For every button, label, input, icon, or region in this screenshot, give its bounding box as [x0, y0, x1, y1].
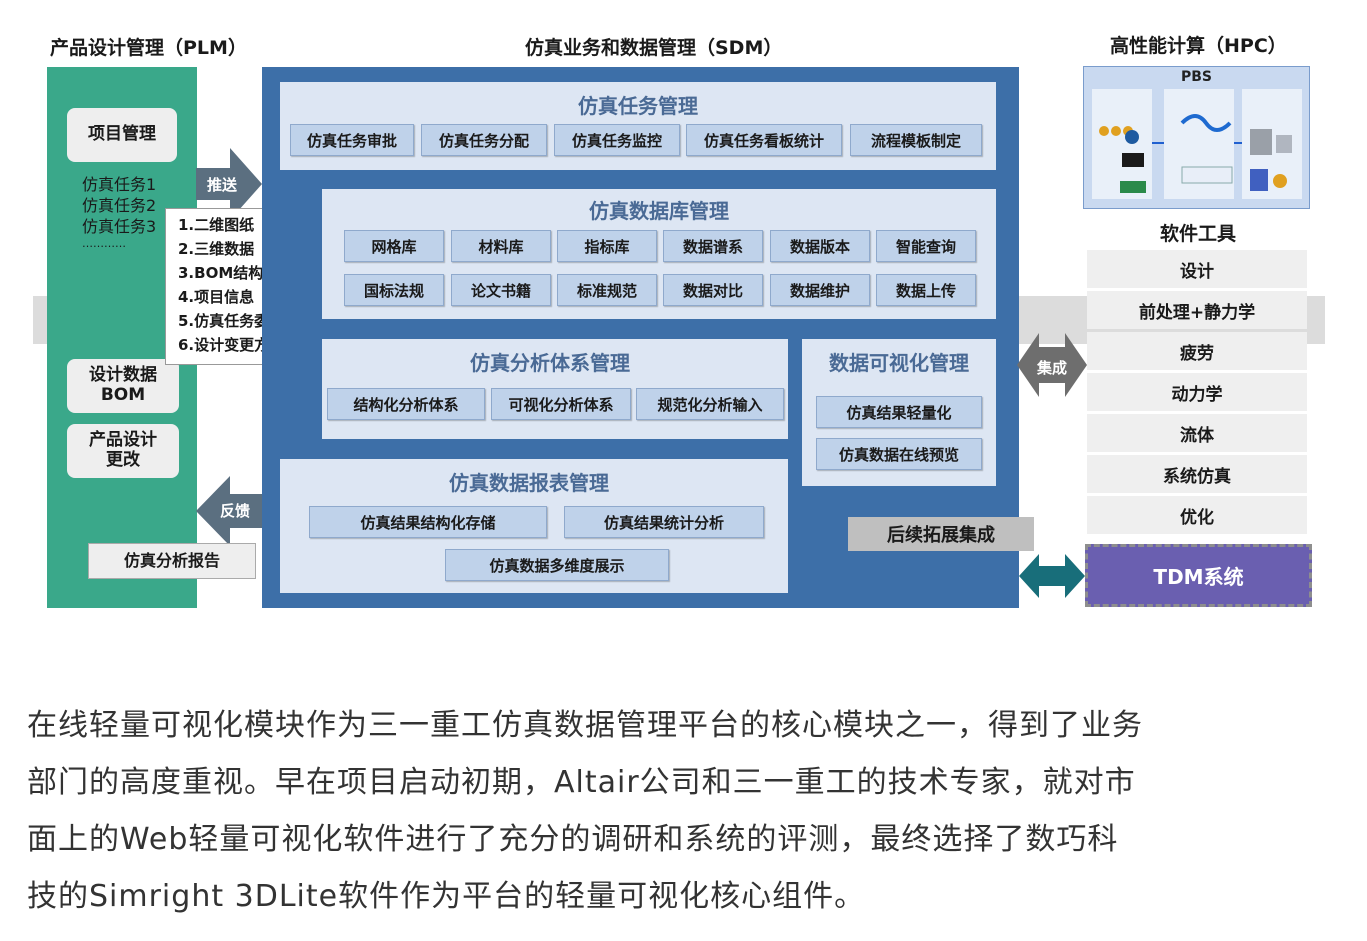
design-change-line: 产品设计 [89, 430, 157, 451]
report-item: 仿真结果统计分析 [564, 506, 764, 538]
design-change-line: 更改 [106, 450, 140, 470]
db-item: 智能查询 [876, 230, 976, 262]
description-paragraph: 在线轻量可视化模块作为三一重工仿真数据管理平台的核心模块之一，得到了业务 部门的… [27, 697, 1347, 925]
task-item: 仿真任务1 [82, 175, 157, 194]
report-title: 仿真数据报表管理 [449, 471, 609, 495]
tools-title: 软件工具 [1160, 223, 1237, 245]
task-item: 仿真任务2 [82, 196, 157, 215]
hpc-diagram: PBS [1083, 66, 1310, 209]
db-mgmt-title: 仿真数据库管理 [589, 199, 729, 223]
flow-template-button: 流程模板制定 [850, 124, 982, 156]
feedback-arrow-icon [196, 476, 264, 546]
paragraph-line: 在线轻量可视化模块作为三一重工仿真数据管理平台的核心模块之一，得到了业务 [27, 708, 1143, 743]
db-item: 数据对比 [663, 274, 763, 306]
analysis-item: 结构化分析体系 [327, 388, 485, 420]
analysis-item: 规范化分析输入 [636, 388, 784, 420]
feedback-label: 反馈 [219, 501, 250, 520]
visual-item: 仿真数据在线预览 [816, 438, 982, 470]
task-item: 仿真任务3 [82, 217, 157, 236]
report-box: 仿真分析报告 [88, 543, 256, 579]
task-board-button: 仿真任务看板统计 [686, 124, 842, 156]
design-bom-line: 设计数据 [89, 365, 157, 386]
paragraph-line: 面上的Web轻量可视化软件进行了充分的调研和系统的评测，最终选择了数巧科 [27, 822, 1119, 857]
plm-list-item: 2.三维数据 [178, 240, 255, 258]
sdm-header: 仿真业务和数据管理（SDM） [525, 37, 783, 59]
plm-header: 产品设计管理（PLM） [50, 37, 247, 59]
tool-item: 动力学 [1087, 373, 1307, 411]
later-integration-box: 后续拓展集成 [848, 517, 1034, 551]
plm-list-item: 6.设计变更方案 [178, 336, 285, 354]
paragraph-line: 部门的高度重视。早在项目启动初期，Altair公司和三一重工的技术专家，就对市 [27, 765, 1136, 800]
report-item: 仿真数据多维度展示 [445, 549, 669, 581]
design-bom-box: 设计数据 BOM [67, 359, 179, 413]
task-assign-button: 仿真任务分配 [421, 124, 547, 156]
tool-item: 疲劳 [1087, 332, 1307, 370]
plm-list-item: 1.二维图纸 [178, 216, 255, 234]
tool-item: 流体 [1087, 414, 1307, 452]
task-item: ………… [82, 237, 126, 250]
db-item: 国标法规 [344, 274, 444, 306]
integrate-label: 集成 [1036, 358, 1067, 377]
plm-task-list: 仿真任务1 仿真任务2 仿真任务3 ………… [82, 174, 156, 251]
db-item: 材料库 [451, 230, 551, 262]
db-item: 数据谱系 [663, 230, 763, 262]
tool-item: 系统仿真 [1087, 455, 1307, 493]
analysis-item: 可视化分析体系 [491, 388, 631, 420]
tool-item: 优化 [1087, 496, 1307, 534]
design-bom-line: BOM [100, 385, 146, 405]
visual-title: 数据可视化管理 [829, 351, 969, 375]
tool-item: 前处理+静力学 [1087, 291, 1307, 329]
db-item: 数据上传 [876, 274, 976, 306]
pbs-label: PBS [1180, 69, 1212, 85]
plm-list-item: 3.BOM结构 [178, 264, 264, 282]
integrate-arrow-icon [1017, 333, 1087, 397]
tdm-arrow-icon [1019, 554, 1085, 598]
plm-list-item: 4.项目信息 [178, 288, 255, 306]
hpc-cluster-icon [1092, 89, 1302, 199]
db-item: 数据维护 [770, 274, 870, 306]
db-item: 指标库 [557, 230, 657, 262]
paragraph-line: 技的Simright 3DLite软件作为平台的轻量可视化核心组件。 [27, 879, 866, 914]
task-approve-button: 仿真任务审批 [290, 124, 414, 156]
task-monitor-button: 仿真任务监控 [554, 124, 680, 156]
design-change-box: 产品设计 更改 [67, 424, 179, 478]
tool-item: 设计 [1087, 250, 1307, 288]
db-item: 数据版本 [770, 230, 870, 262]
visual-item: 仿真结果轻量化 [816, 396, 982, 428]
tdm-system-box: TDM系统 [1085, 544, 1312, 607]
push-label: 推送 [206, 175, 237, 194]
hpc-header: 高性能计算（HPC） [1110, 35, 1287, 57]
project-mgmt-box: 项目管理 [67, 108, 177, 162]
db-item: 论文书籍 [451, 274, 551, 306]
push-arrow-icon [196, 148, 262, 220]
analysis-title: 仿真分析体系管理 [470, 351, 630, 375]
report-item: 仿真结果结构化存储 [309, 506, 547, 538]
db-item: 标准规范 [557, 274, 657, 306]
db-item: 网格库 [344, 230, 444, 262]
task-mgmt-title: 仿真任务管理 [578, 94, 698, 118]
